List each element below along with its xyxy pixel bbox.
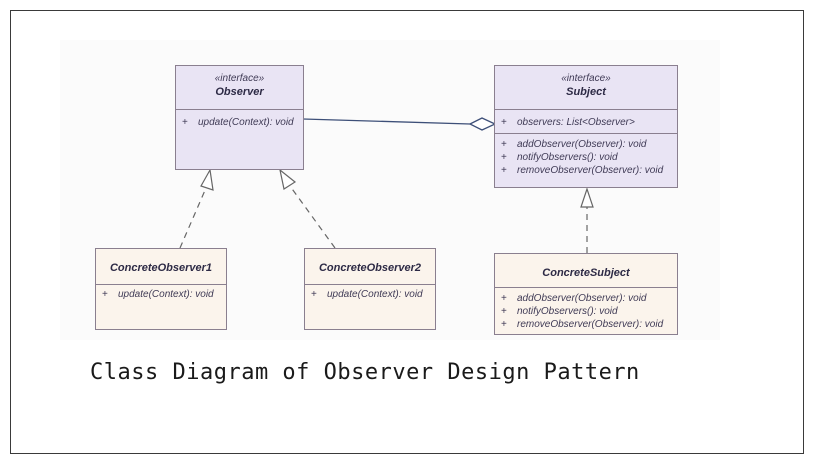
concrete-observer-1-methods: +update(Context): void [96,285,226,304]
concrete-observer-1-box: ConcreteObserver1 +update(Context): void [95,248,227,330]
subject-method: +removeObserver(Observer): void [501,165,664,176]
concrete-observer-2-methods: +update(Context): void [305,285,435,304]
observer-method: +update(Context): void [182,117,294,128]
observer-stereotype: «interface» [214,73,265,84]
concrete-observer-1-header: ConcreteObserver1 [96,249,226,285]
subject-method: +notifyObservers(): void [501,152,618,163]
concrete-observer-1-method: +update(Context): void [102,289,214,300]
concrete-subject-method: +addObserver(Observer): void [501,293,647,304]
subject-interface-box: «interface» Subject +observers: List<Obs… [494,65,678,188]
concrete-subject-method: +notifyObservers(): void [501,306,618,317]
concrete-observer-2-name: ConcreteObserver2 [318,262,422,274]
subject-header: «interface» Subject [495,66,677,110]
subject-methods: +addObserver(Observer): void +notifyObse… [495,134,677,180]
concrete-observer-2-header: ConcreteObserver2 [305,249,435,285]
subject-stereotype: «interface» [561,73,611,84]
concrete-subject-method: +removeObserver(Observer): void [501,319,664,330]
observer-class-name: Observer [215,86,264,98]
subject-method: +addObserver(Observer): void [501,139,647,150]
concrete-observer-2-box: ConcreteObserver2 +update(Context): void [304,248,436,330]
concrete-subject-methods: +addObserver(Observer): void +notifyObse… [495,288,677,334]
diagram-caption: Class Diagram of Observer Design Pattern [90,360,640,385]
concrete-subject-name: ConcreteSubject [542,267,630,279]
subject-attributes: +observers: List<Observer> [495,110,677,134]
subject-class-name: Subject [566,86,606,98]
observer-methods: +update(Context): void [176,110,303,132]
subject-attribute: +observers: List<Observer> [501,117,635,128]
observer-header: «interface» Observer [176,66,303,110]
concrete-observer-2-method: +update(Context): void [311,289,423,300]
observer-interface-box: «interface» Observer +update(Context): v… [175,65,304,170]
concrete-subject-box: ConcreteSubject +addObserver(Observer): … [494,253,678,335]
concrete-observer-1-name: ConcreteObserver1 [109,262,213,274]
concrete-subject-header: ConcreteSubject [495,254,677,288]
